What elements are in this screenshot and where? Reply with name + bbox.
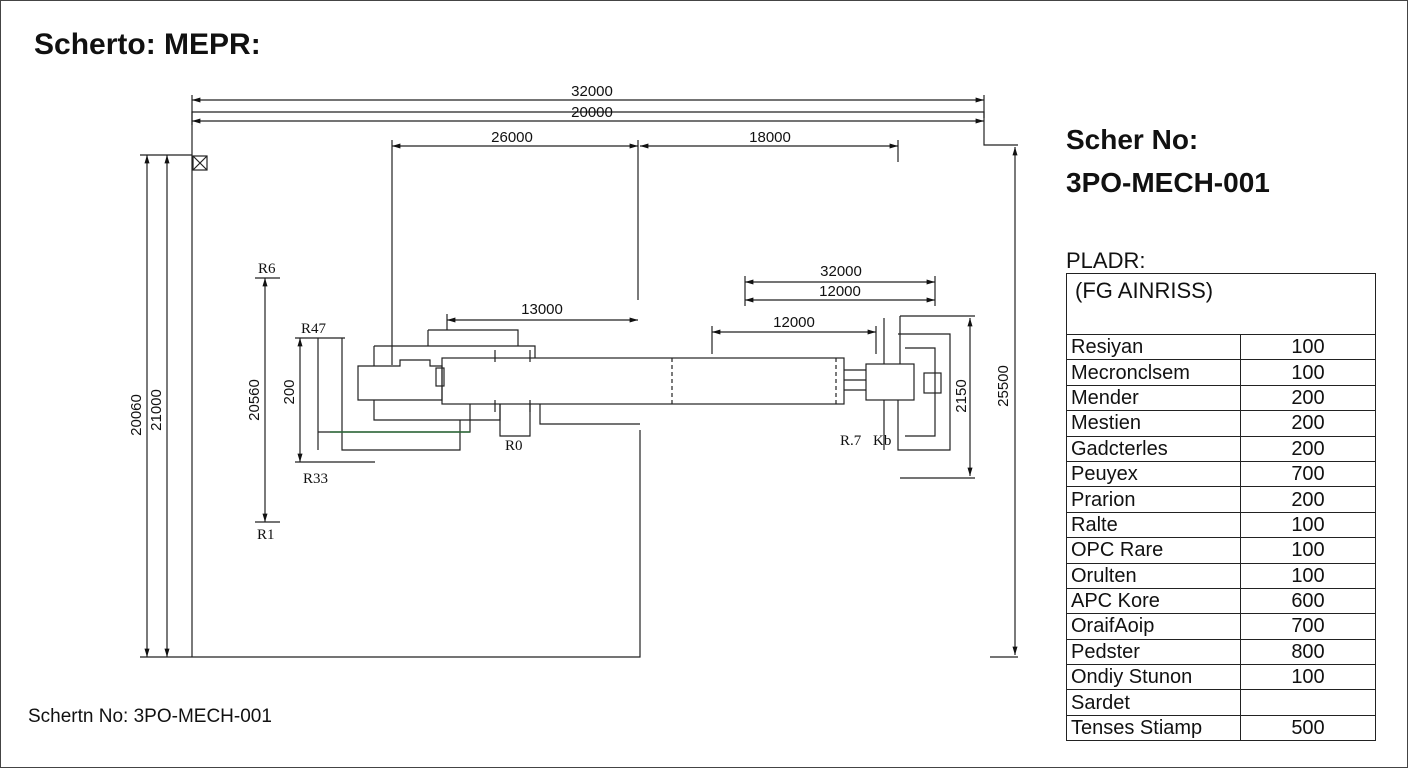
table-row: Sardet (1066, 689, 1376, 716)
part-quantity: 800 (1240, 638, 1376, 666)
dim-text-right-height-b: 25500 (995, 365, 1012, 407)
part-name: OPC Rare (1066, 537, 1241, 564)
part-name: APC Kore (1066, 587, 1241, 615)
dim-text-inner-small: 200 (281, 379, 298, 404)
main-outline (191, 111, 1018, 658)
part-name: Ondiy Stunon (1066, 664, 1241, 691)
right-housing (865, 363, 915, 401)
part-quantity: 100 (1240, 562, 1376, 589)
dim-text-right-height-a: 2150 (953, 379, 970, 412)
dim-text-center-right: 12000 (773, 314, 815, 331)
part-quantity: 500 (1240, 714, 1376, 742)
dim-text-32000: 32000 (571, 83, 613, 100)
part-quantity: 600 (1240, 587, 1376, 615)
part-quantity: 200 (1240, 486, 1376, 513)
part-name: Tenses Stiamp (1066, 714, 1241, 742)
label-r7: R.7 (840, 433, 862, 449)
dim-text-26000: 26000 (491, 129, 533, 146)
sheet-number-value: 3PO-MECH-001 (1066, 167, 1270, 198)
part-quantity: 100 (1240, 537, 1376, 564)
dim-text-center-upper: 13000 (521, 301, 563, 318)
dim-text-upper-right-b: 12000 (819, 283, 861, 300)
part-quantity: 100 (1240, 333, 1376, 361)
sheet-number-label: Scher No: (1066, 124, 1199, 155)
part-name: Mender (1066, 384, 1241, 412)
dim-text-inner-height: 20560 (246, 379, 263, 421)
part-name: Pedster (1066, 638, 1241, 666)
dim-text-left-height-b: 21000 (148, 389, 165, 431)
dim-text-18000: 18000 (749, 129, 791, 146)
corner-symbol (192, 155, 208, 171)
part-quantity: 200 (1240, 435, 1376, 462)
part-quantity: 700 (1240, 460, 1376, 488)
main-shaft (441, 357, 845, 405)
parts-table-header-row: (FG AINRISS) (1066, 273, 1376, 335)
part-name: Prarion (1066, 486, 1241, 513)
part-quantity: 100 (1240, 664, 1376, 691)
left-assembly (357, 359, 443, 401)
part-name: OraifAoip (1066, 613, 1241, 640)
part-quantity: 200 (1240, 410, 1376, 437)
part-quantity: 100 (1240, 511, 1376, 539)
parts-table-header: (FG AINRISS) (1066, 273, 1376, 335)
part-name: Orulten (1066, 562, 1241, 589)
part-name: Mestien (1066, 410, 1241, 437)
footer-sheet-number: Schertn No: 3PO-MECH-001 (28, 706, 272, 727)
label-r1: R1 (257, 527, 275, 543)
part-name: Gadcterles (1066, 435, 1241, 462)
label-r0: R0 (505, 438, 523, 454)
label-kb: Kb (873, 433, 891, 449)
dim-text-20000: 20000 (571, 104, 613, 121)
label-r47: R47 (301, 321, 327, 337)
part-quantity: 100 (1240, 359, 1376, 386)
dim-text-left-height-a: 20060 (128, 394, 145, 436)
part-quantity (1240, 689, 1376, 716)
drawing-title: Scherto: MEPR: (34, 28, 261, 61)
part-name: Ralte (1066, 511, 1241, 539)
part-name: Sardet (1066, 689, 1241, 716)
part-quantity: 200 (1240, 384, 1376, 412)
part-name: Resiyan (1066, 333, 1241, 361)
label-r6: R6 (258, 261, 276, 277)
part-name: Mecronclsem (1066, 359, 1241, 386)
dim-text-upper-right-a: 32000 (820, 263, 862, 280)
part-quantity: 700 (1240, 613, 1376, 640)
part-name: Peuyex (1066, 460, 1241, 488)
label-r33: R33 (303, 471, 328, 487)
parts-table-title: PLADR: (1066, 248, 1146, 273)
